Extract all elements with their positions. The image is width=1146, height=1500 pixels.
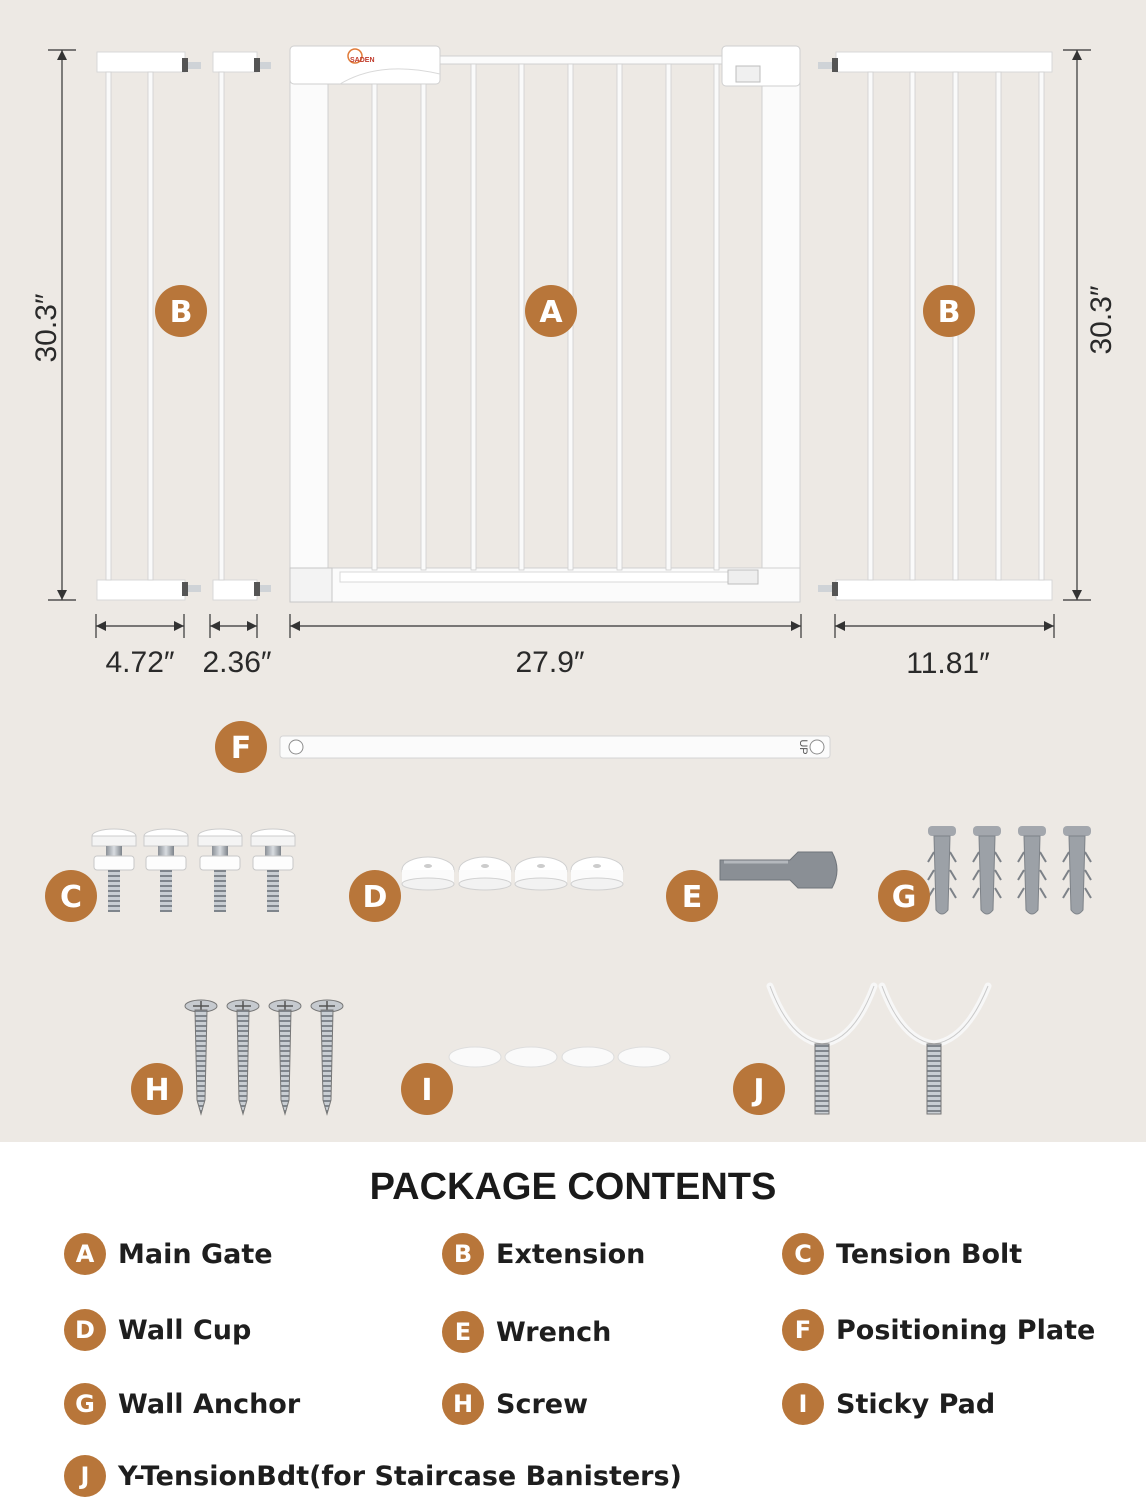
badge-c-letter: C [60, 880, 82, 915]
width-label-ext-small: 4.72″ [105, 646, 174, 679]
badge-h-letter: H [144, 1073, 169, 1108]
contents-item-tension-bolt: C Tension Bolt [782, 1232, 1022, 1276]
contents-item-positioning-plate: F Positioning Plate [782, 1308, 1095, 1352]
badge-b-left-letter: B [170, 295, 193, 330]
contents-item-extension: B Extension [442, 1232, 645, 1276]
item-name: Main Gate [118, 1238, 273, 1270]
badge-d [349, 870, 401, 922]
height-label-left: 30.3″ [30, 293, 63, 362]
tension-bolts [91, 828, 296, 912]
item-name: Wall Cup [118, 1314, 252, 1346]
badge-e-letter: E [682, 880, 703, 915]
item-name: Wrench [496, 1316, 612, 1348]
positioning-plate: UP [279, 735, 831, 759]
width-label-ext-tiny: 2.36″ [202, 646, 271, 679]
width-label-ext-large: 11.81″ [906, 647, 990, 680]
item-letter-badge: F [782, 1309, 824, 1351]
dimension-arrows [57, 50, 1082, 631]
contents-item-wrench: E Wrench [442, 1310, 611, 1354]
item-letter-badge: H [442, 1383, 484, 1425]
contents-item-main-gate: A Main Gate [64, 1232, 273, 1276]
badge-a-letter: A [539, 295, 563, 330]
item-letter-badge: C [782, 1233, 824, 1275]
height-label-right: 30.3″ [1085, 285, 1118, 354]
badge-b-left [155, 285, 207, 337]
badge-g-letter: G [892, 880, 917, 915]
item-name: Wall Anchor [118, 1388, 301, 1420]
width-label-main: 27.9″ [515, 646, 584, 679]
badge-b-right-letter: B [938, 295, 961, 330]
parts-illustration: SADEN [0, 0, 1146, 1142]
item-letter-badge: J [64, 1455, 106, 1497]
badge-a [525, 285, 577, 337]
logo-sun-icon [347, 48, 363, 64]
item-letter-badge: D [64, 1309, 106, 1351]
badge-i [401, 1063, 453, 1115]
sticky-pads [448, 1046, 671, 1068]
main-gate: SADEN [289, 45, 801, 603]
item-letter-badge: I [782, 1383, 824, 1425]
badges: B A B F C D E G H I [45, 285, 975, 1115]
badge-h [131, 1063, 183, 1115]
contents-item-y-tension-bolt: J Y-TensionBdt(for Staircase Banisters) [64, 1454, 682, 1498]
item-name: Sticky Pad [836, 1388, 996, 1420]
y-tension-bolts [766, 982, 992, 1115]
wrench [719, 851, 838, 889]
badge-b-right [923, 285, 975, 337]
package-contents: PACKAGE CONTENTS A Main Gate B Extension… [0, 1142, 1146, 1500]
item-letter-badge: A [64, 1233, 106, 1275]
badge-d-letter: D [363, 880, 388, 915]
badge-j [733, 1063, 785, 1115]
screws [184, 999, 344, 1116]
badge-e [666, 870, 718, 922]
item-letter-badge: G [64, 1383, 106, 1425]
extension-large [818, 51, 1053, 601]
contents-title: PACKAGE CONTENTS [369, 1166, 777, 1208]
badge-g [878, 870, 930, 922]
item-name: Tension Bolt [836, 1238, 1023, 1270]
contents-item-wall-anchor: G Wall Anchor [64, 1382, 300, 1426]
item-letter-badge: E [442, 1311, 484, 1353]
logo-text: SADEN [350, 57, 375, 64]
parts-svg: SADEN [30, 45, 1118, 1116]
badge-f [215, 721, 267, 773]
item-letter-badge: B [442, 1233, 484, 1275]
badge-f-letter: F [231, 731, 252, 766]
badge-i-letter: I [421, 1073, 432, 1108]
contents-item-sticky-pad: I Sticky Pad [782, 1382, 995, 1426]
wall-anchors [927, 826, 1092, 915]
contents-item-screw: H Screw [442, 1382, 588, 1426]
item-name: Extension [496, 1238, 646, 1270]
badge-c [45, 870, 97, 922]
extension-tiny [212, 51, 271, 601]
item-name: Y-TensionBdt(for Staircase Banisters) [118, 1460, 682, 1492]
plate-up-mark: UP [797, 739, 809, 754]
item-name: Positioning Plate [836, 1314, 1096, 1346]
extension-small [96, 51, 201, 601]
badge-j-letter: J [751, 1073, 764, 1108]
item-name: Screw [496, 1388, 589, 1420]
contents-item-wall-cup: D Wall Cup [64, 1308, 251, 1352]
wall-cups [401, 856, 624, 891]
